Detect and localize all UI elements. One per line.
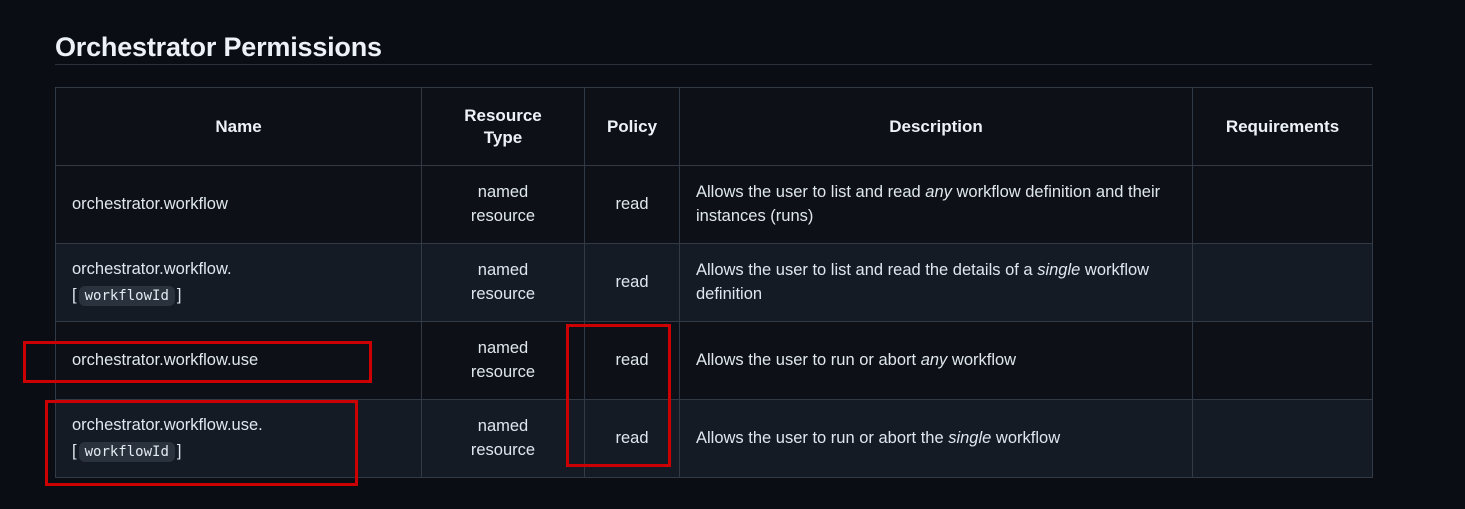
permissions-table: Name Resource Type Policy Description Re…: [55, 87, 1373, 478]
resource-type-line1: named: [477, 260, 529, 279]
bracket-close: ]: [176, 285, 182, 304]
table-row: orchestrator.workflow.use named resource…: [55, 321, 1373, 400]
cell-policy: read: [584, 165, 680, 244]
column-header-policy: Policy: [584, 87, 680, 166]
table-header-row: Name Resource Type Policy Description Re…: [55, 87, 1373, 166]
cell-name: orchestrator.workflow. [workflowId]: [55, 243, 422, 322]
cell-resource-type: named resource: [421, 399, 585, 478]
cell-description: Allows the user to list and read any wor…: [679, 165, 1193, 244]
description-part1: Allows the user to list and read the det…: [696, 260, 1038, 279]
table-header: Name Resource Type Policy Description Re…: [55, 87, 1373, 166]
description-part2: workflow: [947, 350, 1017, 369]
description-part1: Allows the user to run or abort the: [696, 428, 949, 447]
permission-name-param: [workflowId]: [72, 440, 405, 464]
description-emphasis: any: [925, 182, 952, 201]
resource-type-line2: resource: [470, 440, 536, 459]
table-row: orchestrator.workflow.use. [workflowId] …: [55, 399, 1373, 478]
permission-name: orchestrator.workflow: [72, 194, 228, 213]
code-chip-workflow-id: workflowId: [78, 441, 175, 462]
cell-resource-type: named resource: [421, 321, 585, 400]
description-part2: workflow definition: [696, 260, 1150, 303]
resource-type-line1: named: [477, 416, 529, 435]
resource-type-line1: named: [477, 338, 529, 357]
cell-policy: read: [584, 243, 680, 322]
cell-name: orchestrator.workflow: [55, 165, 422, 244]
bracket-open: [: [72, 441, 77, 460]
bracket-open: [: [72, 285, 77, 304]
cell-requirements: [1192, 243, 1373, 322]
column-header-resource-type-line2: Type: [483, 127, 523, 147]
cell-policy: read: [584, 399, 680, 478]
column-header-resource-type-line1: Resource: [464, 106, 542, 126]
description-part2: workflow definition and their instances …: [696, 182, 1161, 225]
permission-name: orchestrator.workflow.use: [72, 350, 259, 369]
column-header-requirements: Requirements: [1192, 87, 1373, 166]
column-header-name: Name: [55, 87, 422, 166]
resource-type-line2: resource: [470, 362, 536, 381]
cell-requirements: [1192, 165, 1373, 244]
cell-name: orchestrator.workflow.use: [55, 321, 422, 400]
permission-name: orchestrator.workflow.: [72, 259, 232, 278]
resource-type-line1: named: [477, 182, 529, 201]
cell-requirements: [1192, 321, 1373, 400]
description-part1: Allows the user to run or abort: [696, 350, 921, 369]
description-part2: workflow: [991, 428, 1061, 447]
resource-type-line2: resource: [470, 206, 536, 225]
table-body: orchestrator.workflow named resource rea…: [55, 165, 1373, 478]
column-header-resource-type: Resource Type: [421, 87, 585, 166]
cell-description: Allows the user to list and read the det…: [679, 243, 1193, 322]
table-row: orchestrator.workflow. [workflowId] name…: [55, 243, 1373, 322]
permission-name: orchestrator.workflow.use.: [72, 415, 263, 434]
cell-description: Allows the user to run or abort any work…: [679, 321, 1193, 400]
cell-requirements: [1192, 399, 1373, 478]
cell-resource-type: named resource: [421, 243, 585, 322]
permission-name-param: [workflowId]: [72, 284, 405, 308]
code-chip-workflow-id: workflowId: [78, 285, 175, 306]
bracket-close: ]: [176, 441, 182, 460]
cell-resource-type: named resource: [421, 165, 585, 244]
cell-name: orchestrator.workflow.use. [workflowId]: [55, 399, 422, 478]
title-divider: [55, 64, 1372, 65]
description-emphasis: any: [920, 350, 948, 369]
column-header-description: Description: [679, 87, 1193, 166]
page-title: Orchestrator Permissions: [55, 32, 382, 63]
cell-policy: read: [584, 321, 680, 400]
description-part1: Allows the user to list and read: [696, 182, 926, 201]
cell-description: Allows the user to run or abort the sing…: [679, 399, 1193, 478]
description-emphasis: single: [948, 428, 992, 447]
resource-type-line2: resource: [470, 284, 536, 303]
table-row: orchestrator.workflow named resource rea…: [55, 165, 1373, 244]
description-emphasis: single: [1037, 260, 1081, 279]
